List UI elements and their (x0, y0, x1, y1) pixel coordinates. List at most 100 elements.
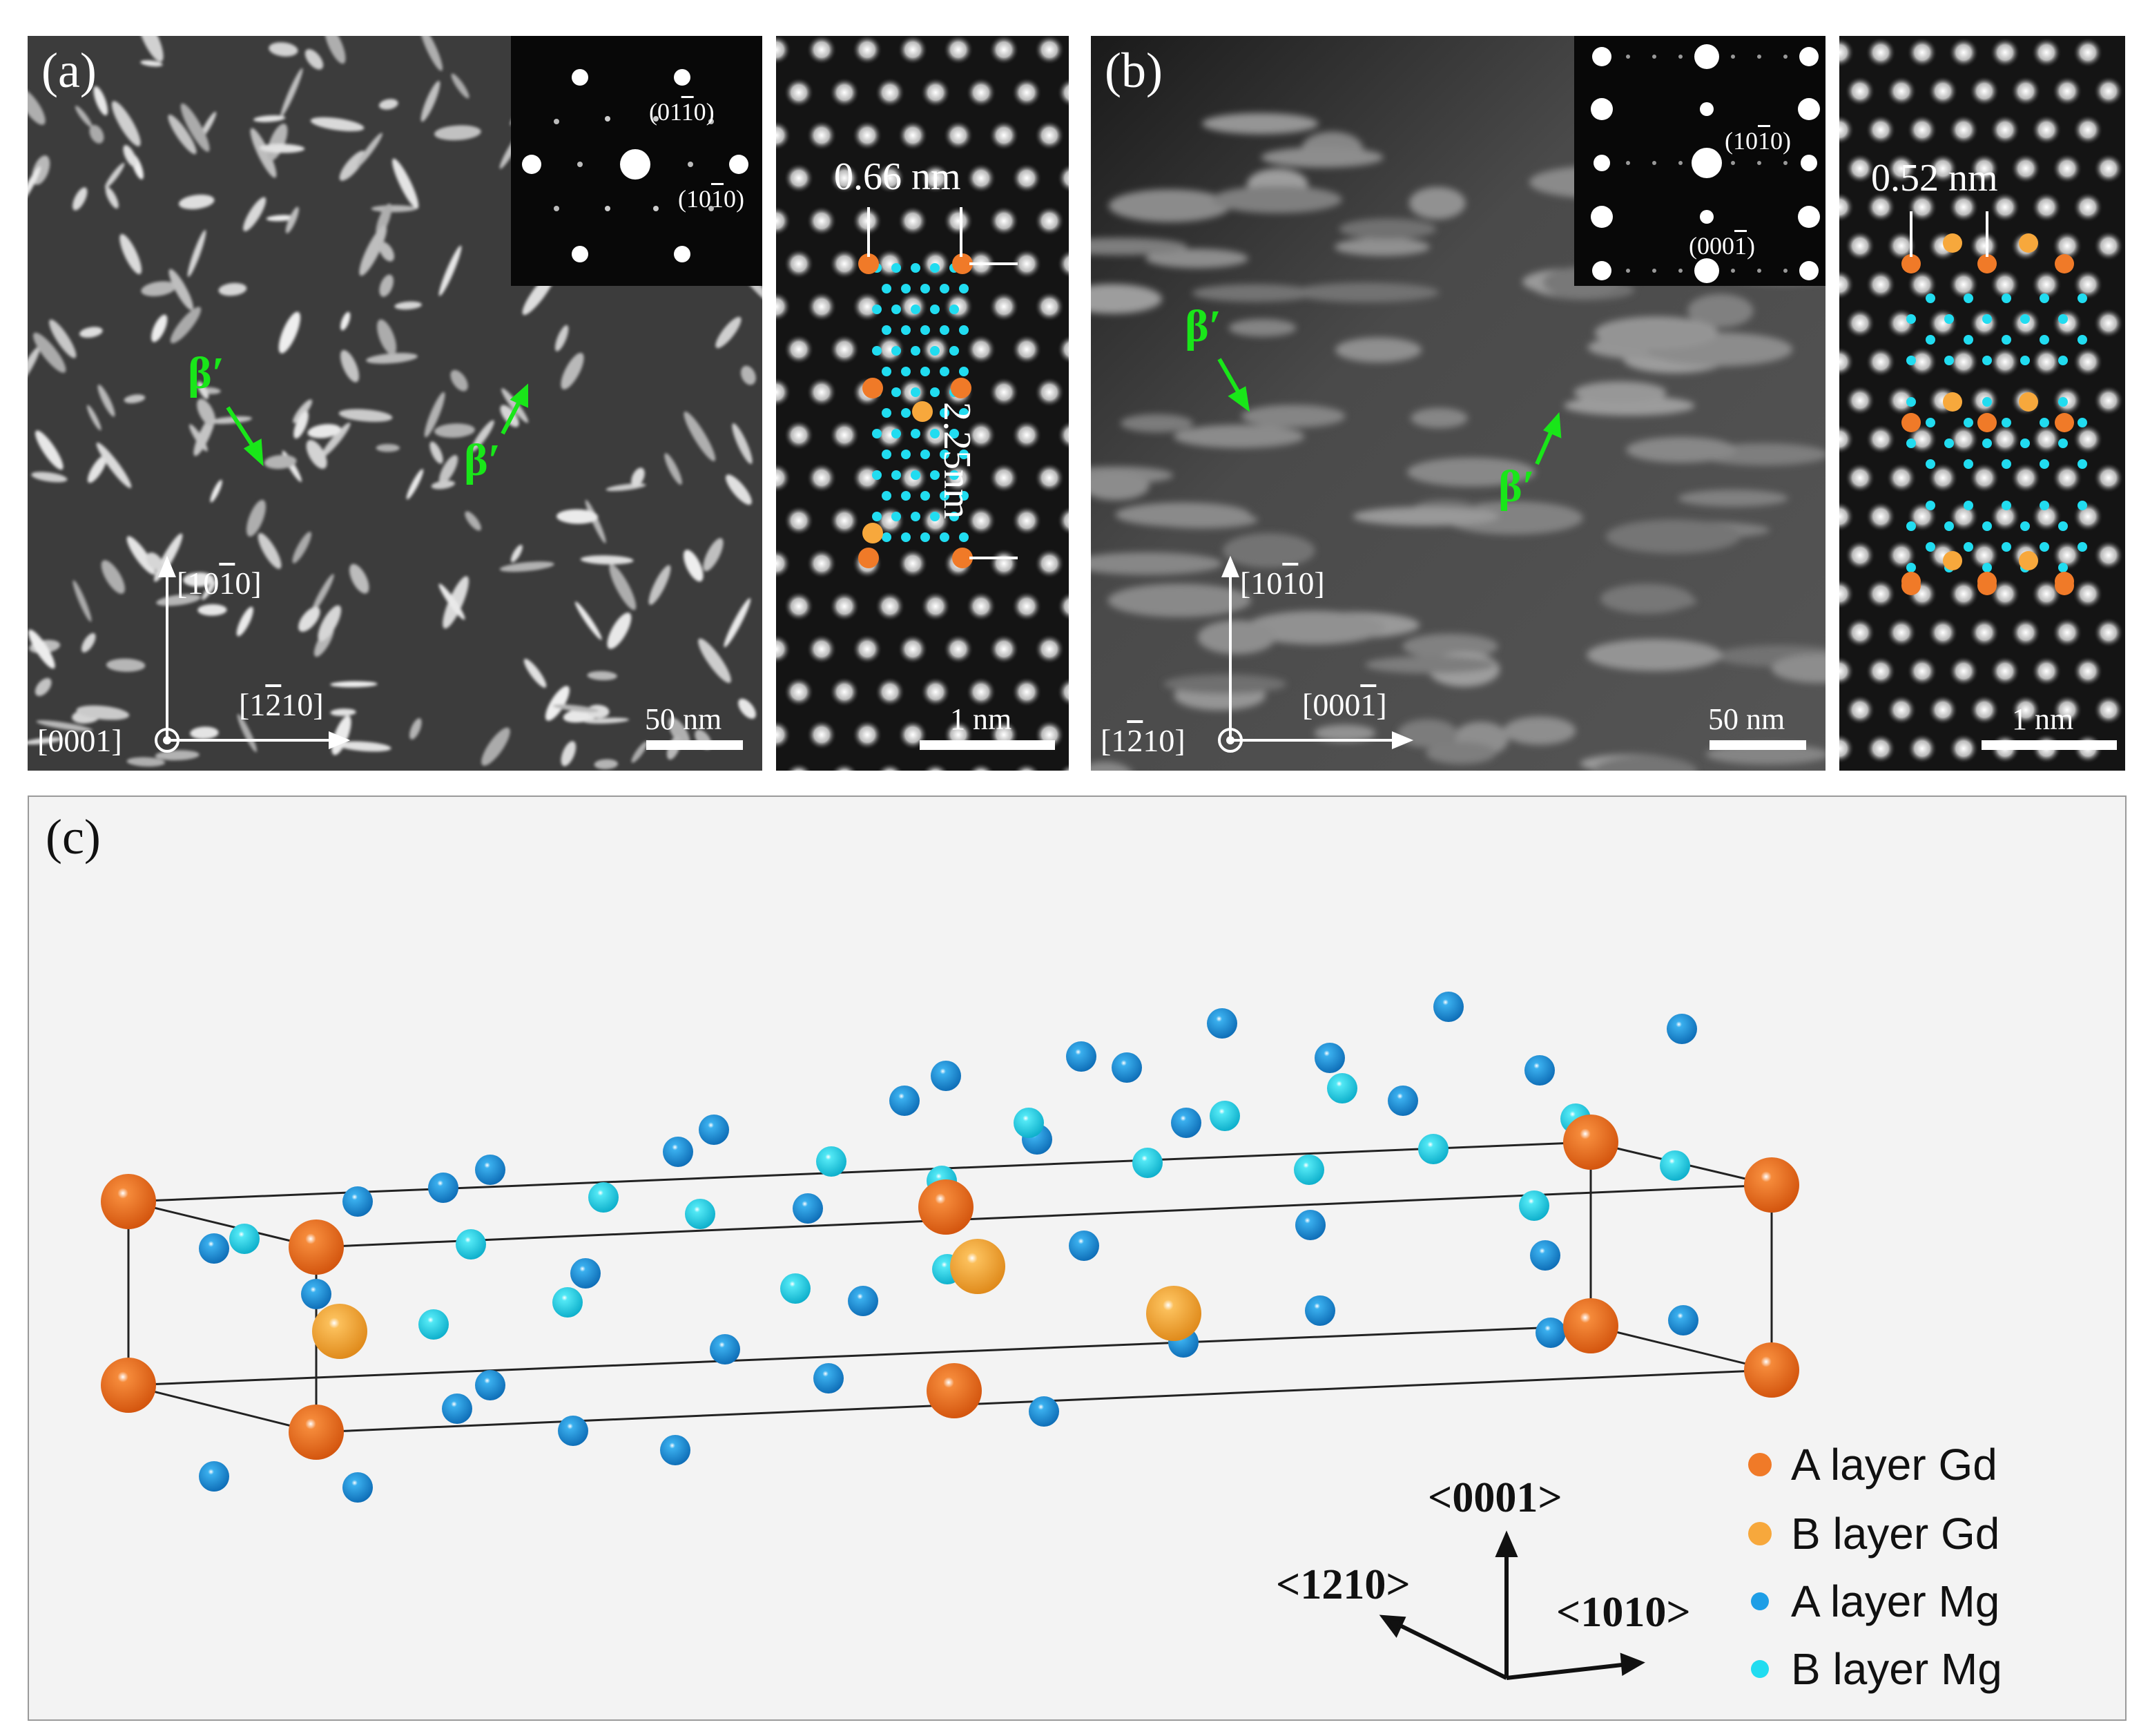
precipitate (151, 314, 168, 343)
atom (552, 1287, 583, 1318)
lattice-atom (898, 720, 928, 750)
precipitate (236, 606, 253, 637)
precipitate (104, 162, 125, 189)
precipitate (523, 659, 547, 688)
lattice-atom (966, 677, 996, 707)
lattice-atom (989, 120, 1019, 151)
lattice-atom (943, 291, 974, 322)
lattice-atom (989, 548, 1019, 579)
mg-atom (959, 325, 969, 335)
precipitate (1772, 653, 1825, 683)
lattice-atom (1839, 501, 1854, 532)
lattice-atom (1057, 163, 1069, 193)
atom (199, 1461, 229, 1492)
mg-atom (920, 491, 930, 501)
lattice-atom (806, 634, 837, 664)
precipitate (1107, 584, 1252, 617)
gd-atom (2019, 392, 2038, 412)
atom (456, 1229, 486, 1260)
lattice-atom (2093, 385, 2124, 416)
lattice-atom (2052, 540, 2082, 570)
precipitate (187, 230, 206, 277)
atom (442, 1393, 472, 1424)
lattice-atom (1011, 505, 1042, 536)
cell-edge (128, 1324, 1591, 1387)
precipitate (1503, 716, 1576, 745)
mg-atom (930, 346, 940, 356)
precipitate (111, 101, 141, 146)
lattice-atom (922, 762, 949, 771)
lattice-atom (806, 463, 837, 493)
lattice-atom (776, 291, 791, 322)
lattice-atom (1969, 308, 1999, 338)
lattice-atom (966, 505, 996, 536)
lattice-atom (1990, 269, 2020, 300)
lattice-atom (1057, 591, 1069, 621)
mg-atom (949, 346, 959, 356)
mg-atom (2078, 293, 2087, 303)
mg-atom (2040, 418, 2049, 427)
mg-atom (940, 284, 949, 293)
mg-atom (920, 450, 930, 459)
lattice-atom (1034, 291, 1065, 322)
precipitate (1426, 742, 1496, 764)
lattice-atom (1839, 347, 1854, 377)
atomic-lattice-a (776, 36, 1069, 771)
panel-b-stem-image: (1010) (0001) (b) β′ β′ [1010] [0001] [1… (1091, 36, 1825, 771)
mg-atom (2040, 335, 2049, 345)
direction-label-0001: <0001> (1428, 1474, 1562, 1521)
precipitate (424, 392, 445, 438)
gd-atom (1977, 254, 1997, 273)
mg-atom (901, 532, 911, 542)
atom (1171, 1108, 1201, 1138)
precipitate (698, 638, 731, 684)
precipitate (376, 443, 400, 452)
lattice-atom (829, 420, 860, 450)
precipitate (379, 274, 394, 297)
lattice-atom (1866, 37, 1896, 68)
lattice-atom (966, 334, 996, 365)
mg-atom (882, 284, 891, 293)
lattice-atom (2052, 463, 2082, 493)
precipitate (126, 536, 155, 575)
precipitate (1314, 724, 1376, 742)
precipitate (552, 704, 599, 713)
lattice-atom (2011, 463, 2041, 493)
panel-label-c: (c) (46, 809, 101, 865)
atom (418, 1309, 449, 1340)
mg-atom (1964, 542, 1973, 552)
precipitate (376, 203, 392, 237)
precipitate (31, 472, 68, 483)
lattice-atom (852, 36, 882, 65)
atom (889, 1086, 920, 1116)
precipitate (35, 430, 64, 470)
mg-atom (911, 305, 920, 314)
precipitate (1335, 337, 1422, 363)
mg-atom (949, 429, 959, 438)
mg-atom (949, 470, 959, 480)
lattice-atoms (1839, 37, 2124, 764)
precipitate (197, 398, 215, 426)
precipitate (1091, 552, 1223, 575)
precipitate (377, 319, 397, 355)
atom (660, 1435, 690, 1465)
lattice-width-label-b: 0.52 nm (1871, 157, 1998, 200)
mg-atom (2058, 438, 2068, 448)
atom-overlay-a (858, 253, 973, 568)
mg-atom (1944, 356, 1954, 365)
lattice-atom (852, 720, 882, 750)
precipitate (420, 36, 443, 71)
atom (927, 1363, 982, 1418)
lattice-atom (2011, 617, 2041, 648)
mg-atom (2058, 563, 2068, 572)
lattice-atom (1948, 115, 1979, 145)
zone-axis-label-b: [1210] (1101, 723, 1185, 758)
mg-atom (882, 408, 891, 418)
lattice-atom (2073, 424, 2103, 454)
mg-atom (949, 305, 959, 314)
lattice-atom (829, 249, 860, 279)
gd-atom (858, 548, 879, 568)
mg-atom (1926, 501, 1935, 510)
mg-atom (959, 532, 969, 542)
precipitate (28, 629, 55, 669)
